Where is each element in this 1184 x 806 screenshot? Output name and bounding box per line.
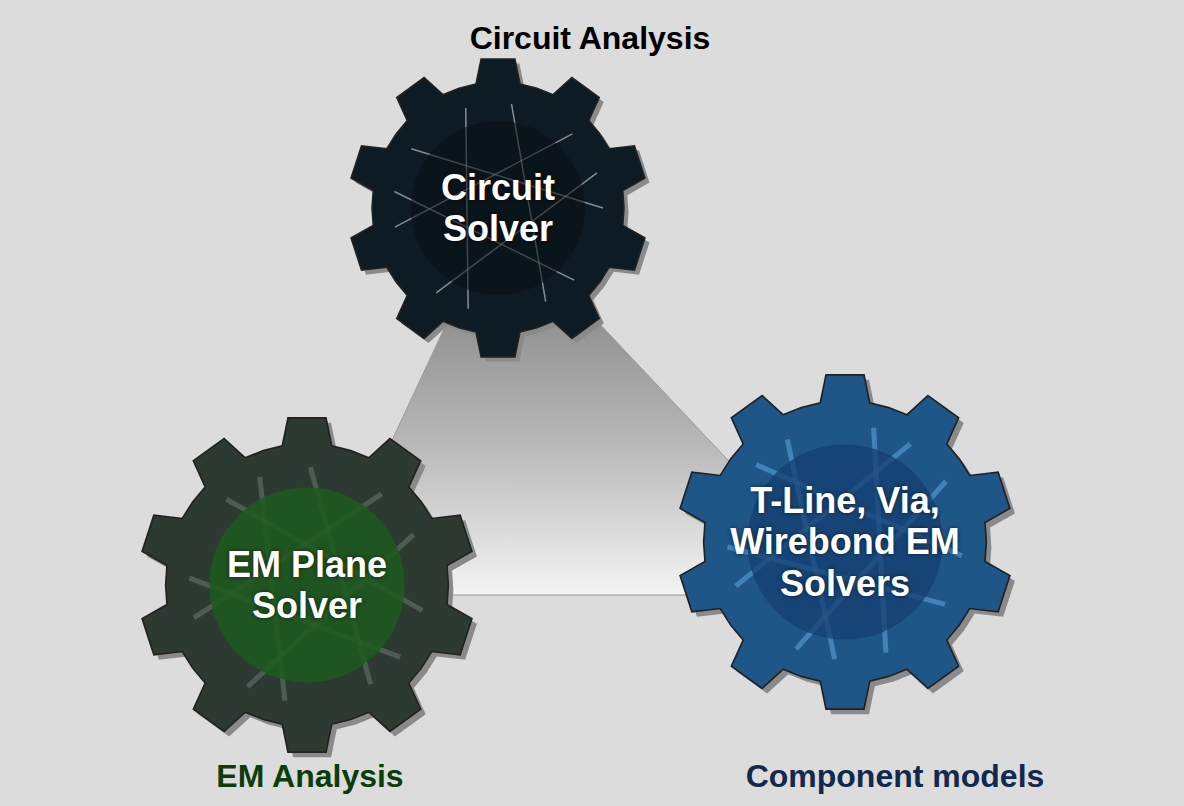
gear-body (351, 59, 645, 357)
gear-label: T-Line, Via, Wirebond EM Solvers (720, 480, 970, 604)
section-heading: Component models (746, 758, 1045, 795)
gear-body (680, 375, 1010, 709)
section-heading: EM Analysis (216, 758, 403, 795)
gear-node: Circuit Solver (342, 52, 654, 364)
gear-node: EM Plane Solver (132, 410, 482, 760)
gear-label: Circuit Solver (398, 167, 598, 250)
section-heading: Circuit Analysis (470, 20, 711, 57)
gear-label: EM Plane Solver (202, 544, 412, 627)
gear-node: T-Line, Via, Wirebond EM Solvers (670, 367, 1020, 717)
gear-body (142, 418, 472, 752)
